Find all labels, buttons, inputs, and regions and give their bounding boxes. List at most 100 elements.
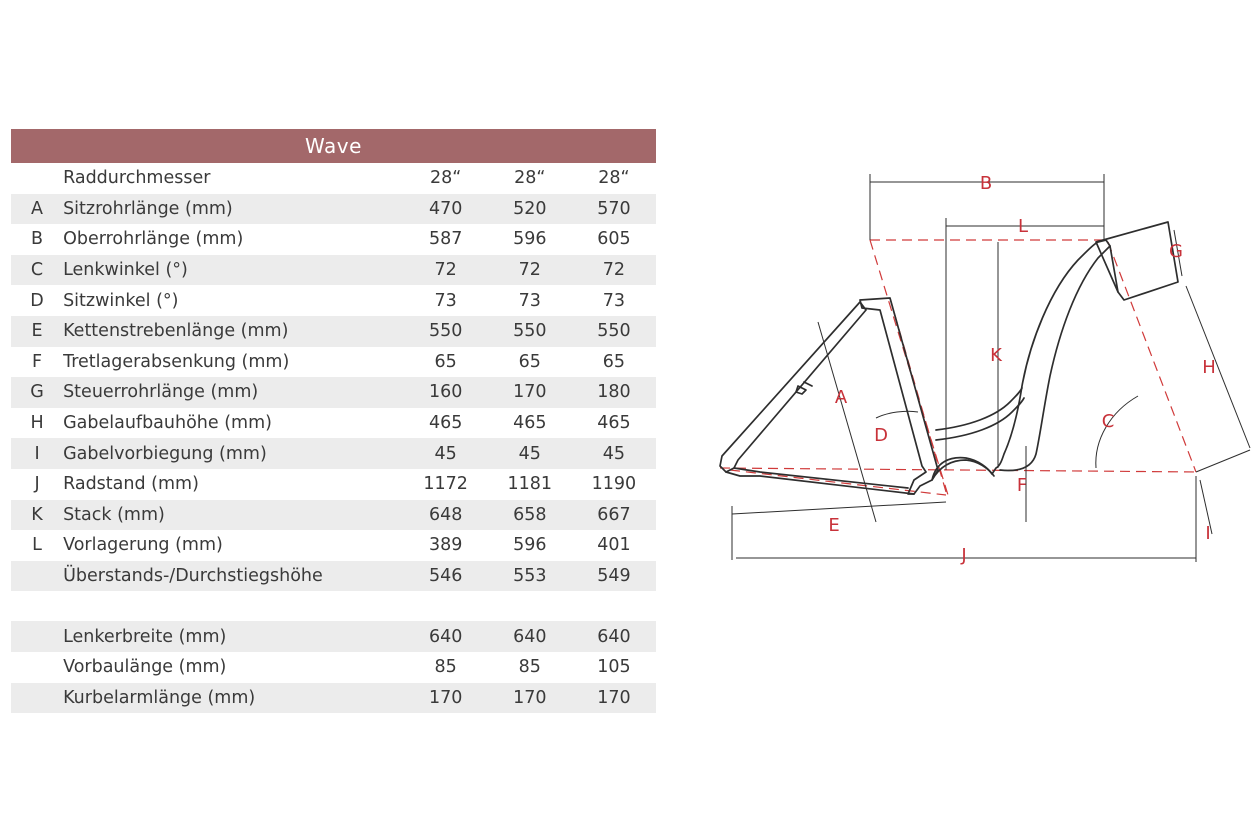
dim-letter-e: E: [828, 515, 839, 536]
row-code: [11, 621, 64, 652]
wheel-size-row: Raddurchmesser 28“ 28“ 28“: [11, 163, 656, 194]
row-value: 587: [428, 229, 463, 250]
row-value: 640: [487, 621, 572, 652]
row-label: Vorbaulänge (mm): [63, 657, 227, 678]
row-value: 1190: [591, 474, 637, 495]
row-code: I: [11, 438, 64, 469]
row-value: 546: [403, 560, 488, 592]
row-value: 640: [571, 621, 656, 652]
row-value: 550: [571, 315, 656, 347]
reference-lines: [719, 239, 1201, 496]
table-title-row: Wave: [11, 129, 656, 163]
row-value: 465: [597, 413, 631, 434]
row-label: Kurbelarmlänge (mm): [63, 682, 404, 714]
row-code: K: [11, 499, 64, 531]
dim-letter-a: A: [835, 387, 848, 408]
row-value: 401: [597, 535, 631, 556]
row-label: Kettenstrebenlänge (mm): [63, 315, 404, 347]
row-label: Gabelaufbauhöhe (mm): [63, 413, 272, 434]
row-value: 470: [403, 193, 488, 225]
row-value: 180: [571, 377, 656, 408]
angle-arc-d: [875, 410, 919, 419]
row-value: 658: [487, 499, 572, 531]
row-value: 73: [518, 290, 541, 311]
row-value: 170: [487, 682, 572, 714]
head-tube: [1095, 221, 1179, 301]
row-label: Lenkerbreite (mm): [63, 621, 404, 652]
dimension-letters: B L G K H A C D F E I J: [828, 173, 1215, 566]
row-code: A: [11, 193, 64, 225]
row-value: 170: [487, 377, 572, 408]
row-value: 28“: [429, 168, 462, 189]
seat-stay: [719, 301, 867, 473]
chain-stay-bottom: [733, 467, 909, 489]
row-code: B: [31, 229, 44, 250]
row-label: Sitzrohrlänge (mm): [63, 193, 404, 225]
row-label: Gabelvorbiegung (mm): [63, 438, 404, 469]
lower-wave-tube-top: [935, 387, 1023, 431]
row-label: Raddurchmesser: [63, 168, 211, 189]
row-value: 389: [428, 535, 463, 556]
seat-tube: [859, 297, 939, 495]
row-value: 648: [403, 499, 488, 531]
row-code: [11, 682, 64, 714]
dim-letter-d: D: [874, 425, 888, 446]
row-value: 45: [571, 438, 656, 469]
dim-letter-l: L: [1018, 216, 1028, 237]
row-label: Sitzwinkel (°): [63, 290, 179, 311]
row-label: Oberrohrlänge (mm): [63, 229, 244, 250]
row-value: 45: [487, 438, 572, 469]
row-value: 170: [571, 682, 656, 714]
table-title: Wave: [11, 129, 656, 163]
row-value: 550: [403, 315, 488, 347]
row-label: Tretlagerabsenkung (mm): [63, 351, 290, 372]
row-value: 160: [403, 377, 488, 408]
dim-letter-h: H: [1202, 357, 1216, 378]
row-value: 1181: [507, 474, 553, 495]
row-label: Überstands-/Durchstiegshöhe: [63, 560, 404, 592]
dim-letter-g: G: [1169, 241, 1183, 262]
row-label: Stack (mm): [63, 499, 404, 531]
row-label: Lenkwinkel (°): [63, 254, 404, 286]
row-code: J: [34, 474, 40, 495]
chain-stay-top: [725, 471, 915, 495]
row-value: 85: [518, 657, 541, 678]
row-value: 667: [571, 499, 656, 531]
row-code: [11, 560, 64, 592]
angle-arc-c: [1095, 395, 1139, 469]
row-code: [11, 163, 63, 194]
row-value: 65: [602, 351, 626, 372]
row-value: 550: [487, 315, 572, 347]
down-tube: [931, 239, 1111, 481]
row-value: 73: [602, 290, 626, 311]
dim-letter-k: K: [990, 345, 1003, 366]
row-label: Steuerrohrlänge (mm): [63, 377, 404, 408]
dim-line-i: [1199, 479, 1213, 535]
row-value: 465: [513, 413, 547, 434]
dim-line-g: [1173, 229, 1183, 277]
table-spacer-row: [11, 591, 656, 622]
row-value: 28“: [598, 168, 630, 189]
row-code: C: [11, 254, 64, 286]
dim-line-h: [1185, 285, 1251, 449]
dim-letter-f: F: [1017, 475, 1027, 496]
dim-letter-c: C: [1102, 411, 1115, 432]
row-value: 28“: [514, 168, 546, 189]
row-value: 553: [487, 560, 572, 592]
bottom-bracket-shell: [931, 459, 995, 481]
row-value: 170: [403, 682, 488, 714]
head-tube-inner: [1109, 245, 1119, 293]
